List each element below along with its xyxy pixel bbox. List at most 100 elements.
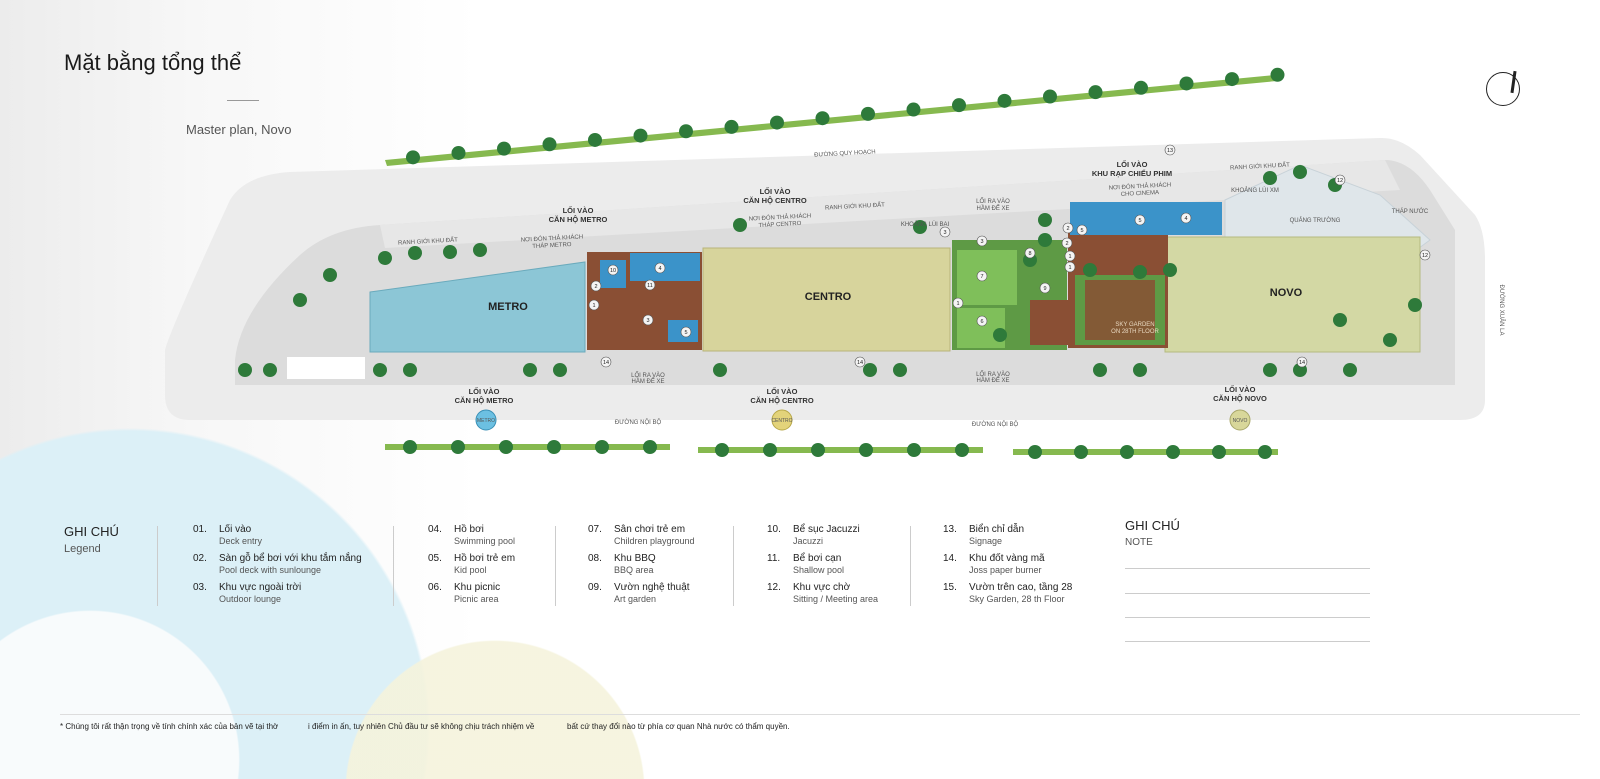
legend-item-num: 12.: [767, 582, 781, 593]
legend-item-en: Swimming pool: [454, 536, 516, 546]
tree-icon: [1088, 85, 1103, 100]
badge-metro-text: METRO: [477, 418, 495, 424]
legend-item-num: 02.: [193, 553, 207, 564]
tree-icon: [955, 443, 969, 457]
badge-metro: [475, 409, 497, 431]
tree-icon: [406, 150, 420, 165]
tree-icon: [1179, 76, 1194, 91]
map-marker-number: 14: [1299, 360, 1305, 366]
map-marker-number: 9: [1043, 286, 1046, 292]
tree-icon: [907, 443, 921, 457]
tree-icon: [1093, 363, 1107, 377]
map-marker: [1164, 144, 1176, 156]
legend-item-vi: Khu vực ngoài trời: [219, 582, 302, 593]
map-marker-number: 14: [857, 360, 863, 366]
legend-item-num: 13.: [943, 524, 957, 535]
entrance-centro-top-line2: CĂN HỘ CENTRO: [743, 196, 806, 205]
footer-disclaimer-3: bất cứ thay đổi nào từ phía cơ quan Nhà …: [567, 722, 790, 731]
road-label-right: ĐƯỜNG XUÂN LA: [1498, 285, 1505, 336]
page-subtitle: Master plan, Novo: [186, 122, 292, 137]
map-marker-number: 10: [610, 268, 616, 274]
tree-icon: [859, 443, 873, 457]
legend-item-vi: Lối vào: [219, 524, 252, 535]
map-marker-number: 13: [1167, 148, 1173, 154]
map-marker-number: 3: [646, 318, 649, 324]
note-title: GHI CHÚ: [1125, 518, 1180, 533]
bottom-tree-strip-2: [698, 447, 983, 453]
entrance-metro-top-line1: LỐI VÀO: [563, 205, 594, 215]
tree-icon: [1134, 80, 1148, 95]
entrance-metro-top-line2: CĂN HỘ METRO: [549, 215, 608, 224]
tree-icon: [1383, 333, 1397, 347]
footer-disclaimer-1: * Chúng tôi rất thận trọng về tính chính…: [60, 722, 279, 731]
legend-item-en: Picnic area: [454, 594, 499, 604]
map-marker-number: 1: [1068, 254, 1071, 260]
parking-bottom-1-line1: LỐI RA VÀO: [631, 372, 665, 379]
map-marker: [607, 264, 619, 276]
map-marker: [1296, 356, 1308, 368]
legend-item-en: Signage: [969, 536, 1003, 546]
tree-icon: [770, 115, 784, 130]
legend-item-vi: Biển chỉ dẫn: [969, 524, 1025, 535]
map-marker: [654, 262, 666, 274]
building-centro: [702, 247, 951, 352]
legend-divider: [910, 526, 911, 606]
map-marker-number: 4: [1184, 216, 1187, 222]
plaza-label: QUẢNG TRƯỜNG: [1290, 217, 1341, 224]
map-marker-number: 8: [1028, 251, 1031, 257]
tree-icon: [1163, 263, 1177, 277]
building-novo: [1164, 236, 1421, 353]
tree-icon: [542, 137, 557, 152]
legend-item-en: Art garden: [614, 594, 657, 604]
map-marker: [976, 235, 988, 247]
tree-icon: [1408, 298, 1422, 312]
tree-icon: [993, 328, 1007, 342]
tree-icon: [1263, 171, 1277, 185]
entrance-metro-bottom-line2: CĂN HỘ METRO: [455, 396, 514, 405]
legend-item-en: Sky Garden, 28 th Floor: [969, 594, 1065, 604]
tree-icon: [1133, 363, 1147, 377]
tree-icon: [1263, 363, 1277, 377]
tree-icon: [893, 363, 907, 377]
legend-item-num: 08.: [588, 553, 602, 564]
tree-icon: [724, 119, 739, 134]
entrance-centro-bottom-line2: CĂN HỘ CENTRO: [750, 396, 813, 405]
legend-item-en: Sitting / Meeting area: [793, 594, 879, 604]
map-marker-number: 12: [1422, 253, 1428, 259]
legend-item-en: Jacuzzi: [793, 536, 824, 546]
legend-item-num: 11.: [767, 553, 781, 564]
road-label-bottom-right: ĐƯỜNG NỘI BỘ: [972, 421, 1019, 428]
legend-item-num: 01.: [193, 524, 207, 535]
map-marker: [1061, 237, 1073, 249]
map-marker-number: 2: [594, 284, 597, 290]
boundary-label-1: RANH GIỚI KHU ĐẤT: [398, 236, 458, 246]
legend-item-num: 05.: [428, 553, 442, 564]
sky-garden-line2: ON 28TH FLOOR: [1111, 329, 1159, 335]
map-marker: [590, 280, 602, 292]
tree-icon: [499, 440, 513, 454]
bottom-tree-strip-3: [1013, 449, 1278, 455]
entrance-metro-bottom-line1: LỐI VÀO: [469, 386, 500, 396]
tree-icon: [373, 363, 387, 377]
legend-divider: [555, 526, 556, 606]
legend-item-num: 09.: [588, 582, 602, 593]
legend-item-vi: Hồ bơi trẻ em: [454, 553, 516, 564]
badge-novo-text: NOVO: [1233, 418, 1248, 424]
map-marker: [1334, 174, 1346, 186]
legend-title: GHI CHÚ: [64, 524, 119, 539]
map-marker: [939, 226, 951, 238]
legend-item-vi: Vườn nghệ thuật: [614, 582, 690, 593]
map-marker: [1062, 222, 1074, 234]
legend-item-num: 15.: [943, 582, 957, 593]
tree-icon: [553, 363, 567, 377]
dropoff-metro-line2: THÁP METRO: [532, 241, 572, 250]
label-novo: NOVO: [1270, 287, 1303, 299]
tree-icon: [633, 128, 648, 143]
